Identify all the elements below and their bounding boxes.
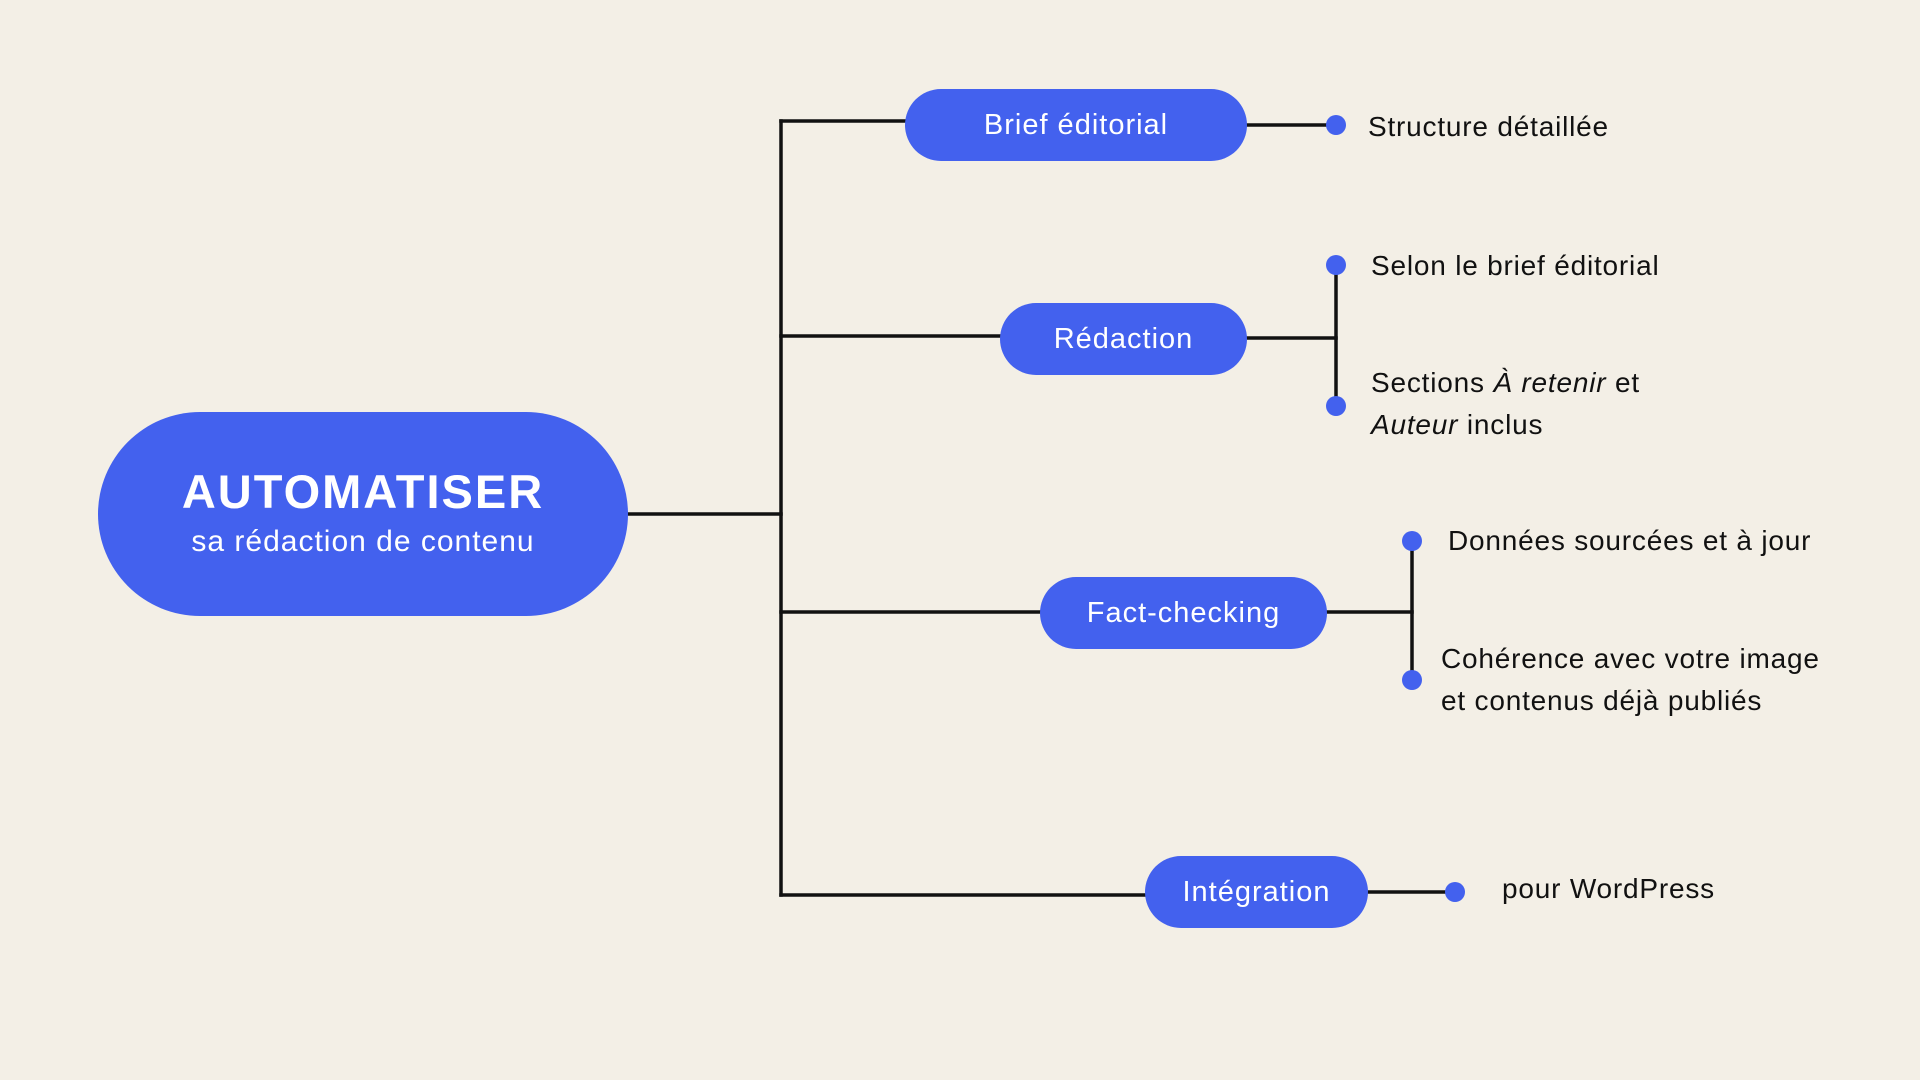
leaf-sections-prefix: Sections — [1371, 367, 1494, 398]
bullet-coherence — [1402, 670, 1422, 690]
leaf-sections-suffix: inclus — [1458, 409, 1544, 440]
leaf-coherence-line-2: et contenus déjà publiés — [1441, 685, 1763, 716]
leaf-donnees-sourcees: Données sourcées et à jour — [1448, 525, 1812, 556]
leaf-sections-inclus: Sections À retenir et Auteur inclus — [1371, 362, 1640, 446]
leaf-structure-detaillee: Structure détaillée — [1368, 111, 1609, 142]
leaf-sections-line-1: Sections À retenir et — [1371, 362, 1640, 404]
bullet-selon — [1326, 255, 1346, 275]
leaf-selon-le-brief: Selon le brief éditorial — [1371, 250, 1660, 281]
root-title: AUTOMATISER — [181, 465, 545, 518]
leaf-coherence-line-1: Cohérence avec votre image — [1441, 643, 1820, 674]
leaf-pour-wordpress: pour WordPress — [1502, 873, 1715, 904]
bullet-donnees — [1402, 531, 1422, 551]
branch-brief-editorial: Brief éditorial — [905, 89, 1247, 161]
bullet-wordpress — [1445, 882, 1465, 902]
bullet-structure — [1326, 115, 1346, 135]
leaf-sections-line-2: Auteur inclus — [1371, 404, 1640, 446]
leaf-coherence-image: Cohérence avec votre image et contenus d… — [1441, 638, 1820, 722]
leaf-sections-mid: et — [1606, 367, 1640, 398]
branch-fact-checking: Fact-checking — [1040, 577, 1327, 649]
root-subtitle: sa rédaction de contenu — [191, 525, 535, 558]
branch-redaction: Rédaction — [1000, 303, 1247, 375]
bullet-sections — [1326, 396, 1346, 416]
branch-integration: Intégration — [1145, 856, 1368, 928]
leaf-sections-italic-retenir: À retenir — [1493, 367, 1607, 398]
root-node: AUTOMATISER sa rédaction de contenu — [98, 412, 628, 616]
leaf-sections-italic-auteur: Auteur — [1371, 409, 1459, 440]
